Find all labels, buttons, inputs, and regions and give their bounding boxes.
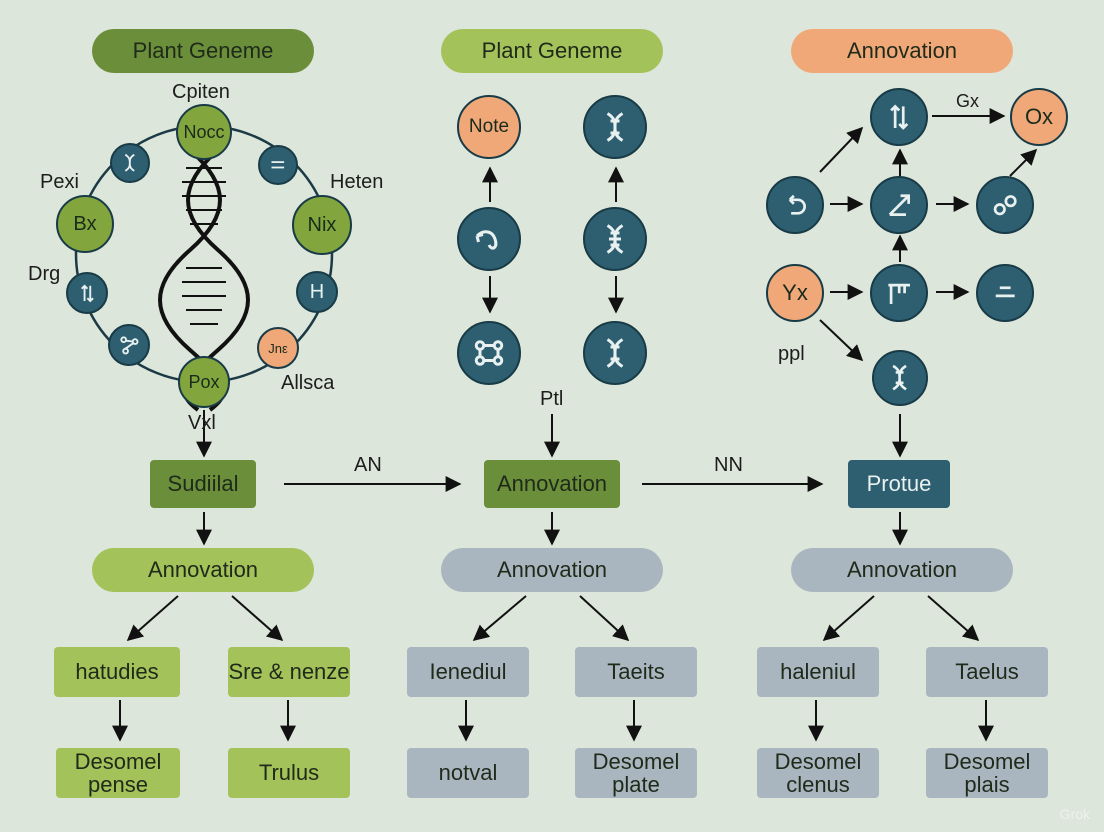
annovation-pill-3: Annovation <box>791 548 1013 592</box>
annovation-pill-1: Annovation <box>92 548 314 592</box>
arrows-updown-icon <box>66 272 108 314</box>
result-box-desomel-plais: Desomel plais <box>926 748 1048 798</box>
leaf-box-taelus: Taelus <box>926 647 1048 697</box>
result-box-desomel-clenus: Desomel clenus <box>757 748 879 798</box>
label-gx: Gx <box>956 91 980 111</box>
leaf-box-taeits: Taeits <box>575 647 697 697</box>
network-icon <box>108 324 150 366</box>
leaf-box-hatudies: hatudies <box>54 647 180 697</box>
network-icon <box>457 321 521 385</box>
result-box-notval: notval <box>407 748 529 798</box>
result-box-desomel-plate: Desomel plate <box>575 748 697 798</box>
dna-icon <box>110 143 150 183</box>
result-box-trulus: Trulus <box>228 748 350 798</box>
node-ox: Ox <box>1010 88 1068 146</box>
flow-label-an: AN <box>354 454 382 476</box>
curve-arrow-icon <box>457 207 521 271</box>
bars-icon <box>258 145 298 185</box>
dna-icon <box>583 321 647 385</box>
column-header-1: Plant Geneme <box>92 29 314 73</box>
dna-icon <box>583 207 647 271</box>
node-yx: Yx <box>766 264 824 322</box>
node-h: H <box>296 271 338 313</box>
label-heten: Heten <box>330 171 384 193</box>
leaf-box-haleniul: haleniul <box>757 647 879 697</box>
arrows-updown-icon <box>870 88 928 146</box>
node-nix: Nix <box>292 195 352 255</box>
node-bx: Bx <box>56 195 114 253</box>
leaf-box-ienediul: Ienediul <box>407 647 529 697</box>
label-cpiten: Cpiten <box>172 81 230 103</box>
dna-icon <box>583 95 647 159</box>
watermark: Grok <box>1059 806 1090 822</box>
link-icon <box>976 176 1034 234</box>
result-box-desomel-pense: Desomel pense <box>56 748 180 798</box>
dna-icon <box>872 350 928 406</box>
label-allsca: Allsca <box>281 372 335 394</box>
node-nocc: Nocc <box>176 104 232 160</box>
flow-box-protue: Protue <box>848 460 950 508</box>
node-pox: Pox <box>178 356 230 408</box>
column-header-3: Annovation <box>791 29 1013 73</box>
flow-box-sudiilal: Sudiilal <box>150 460 256 508</box>
label-drg: Drg <box>28 263 61 285</box>
lines-icon <box>976 264 1034 322</box>
annovation-pill-2: Annovation <box>441 548 663 592</box>
node-note: Note <box>457 95 521 159</box>
undo-icon <box>766 176 824 234</box>
slash-arrow-icon <box>870 176 928 234</box>
jng-badge-icon: Jnε <box>257 327 299 369</box>
label-ptl: Ptl <box>540 388 564 410</box>
bars-vertical-icon <box>870 264 928 322</box>
flow-box-annovation: Annovation <box>484 460 620 508</box>
label-vxl: Vxl <box>188 412 216 434</box>
label-ppl: ppl <box>778 343 805 365</box>
flow-label-nn: NN <box>714 454 743 476</box>
column-header-2: Plant Geneme <box>441 29 663 73</box>
leaf-box-sre-nenze: Sre & nenze <box>228 647 350 697</box>
label-pexi: Pexi <box>40 171 79 193</box>
